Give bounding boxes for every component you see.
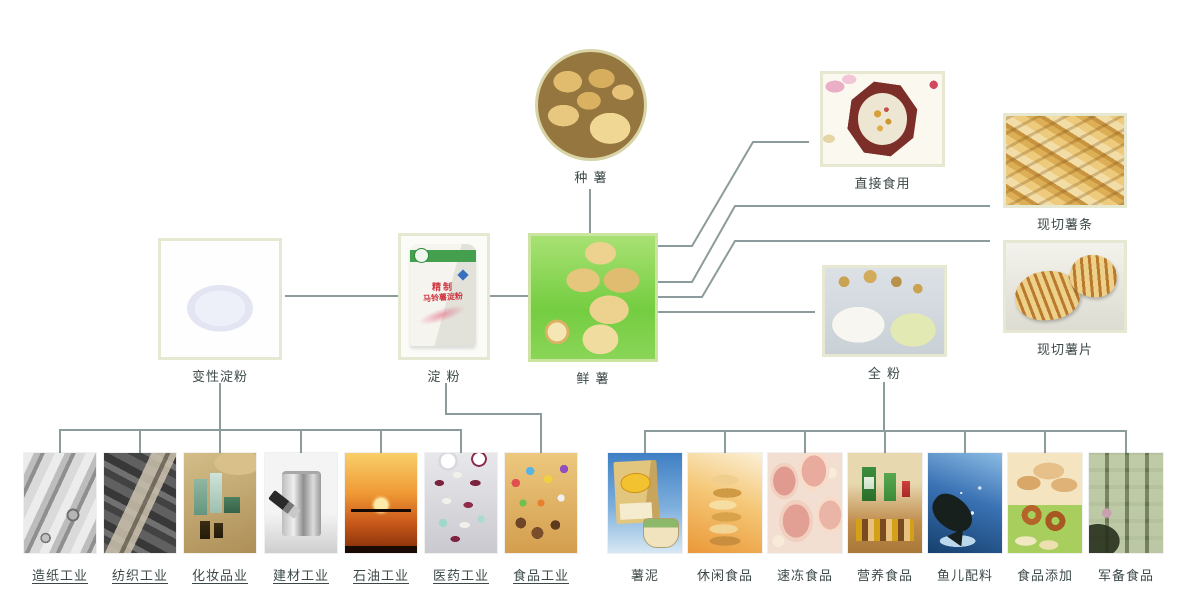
industry-item-building: 建材工业	[265, 453, 337, 584]
seed-potato-image	[535, 49, 647, 161]
fresh-potato-image	[528, 233, 658, 362]
node-direct-eating: 直接食用	[820, 71, 945, 192]
node-seed-potato: 种 薯	[535, 49, 647, 186]
military-food-image	[1089, 453, 1163, 553]
product-item-nutrition-food: 营养食品	[848, 453, 922, 584]
starch-bag-blue-mark	[457, 269, 469, 281]
textile-industry-image	[104, 453, 176, 553]
modified-starch-image	[158, 238, 282, 360]
nutrition-food-label: 营养食品	[856, 569, 913, 584]
building-industry-image	[265, 453, 337, 553]
fresh-cut-fries-label: 现切薯条	[1036, 218, 1093, 233]
starch-bag-green-band	[410, 248, 476, 263]
nutrition-food-image	[848, 453, 922, 553]
textile-industry-label: 纺织工业	[111, 569, 168, 584]
fresh-cut-chips-image	[1003, 240, 1127, 333]
jumping-fish	[925, 487, 980, 539]
paper-industry-label: 造纸工业	[31, 569, 88, 584]
product-item-food-additive: 食品添加	[1008, 453, 1082, 584]
cosmetics-industry-image	[184, 453, 256, 553]
petroleum-industry-image	[345, 453, 417, 553]
starch-bag-text-refined: 精制	[431, 283, 454, 293]
pharma-industry-label: 医药工业	[432, 569, 489, 584]
industry-item-food: 食品工业	[505, 453, 577, 584]
starch-bag-image: 精制 马铃薯淀粉	[398, 233, 490, 360]
snack-food-image	[688, 453, 762, 553]
fresh-potato-label: 鲜 薯	[576, 372, 610, 387]
node-fresh-cut-fries: 现切薯条	[1003, 113, 1127, 233]
cosmetics-industry-label: 化妆品业	[191, 569, 248, 584]
food-industry-label: 食品工业	[512, 569, 569, 584]
food-additive-label: 食品添加	[1016, 569, 1073, 584]
whole-powder-image	[822, 265, 947, 357]
seed-potato-label: 种 薯	[574, 171, 608, 186]
product-item-military-food: 军备食品	[1089, 453, 1163, 584]
fresh-cut-fries-image	[1003, 113, 1127, 208]
mashed-potato-image	[608, 453, 682, 553]
frozen-food-label: 速冻食品	[776, 569, 833, 584]
starch-bag-body: 精制 马铃薯淀粉	[410, 244, 476, 346]
product-item-snack-food: 休闲食品	[688, 453, 762, 584]
mashed-potato-label: 薯泥	[630, 569, 659, 584]
mashed-potato-box	[613, 459, 660, 525]
pharma-industry-image	[425, 453, 497, 553]
industry-item-textile: 纺织工业	[104, 453, 176, 584]
paper-industry-image	[24, 453, 96, 553]
frozen-food-image	[768, 453, 842, 553]
industry-item-cosmetics: 化妆品业	[184, 453, 256, 584]
snack-food-label: 休闲食品	[696, 569, 753, 584]
mashed-potato-cup	[643, 518, 680, 548]
modified-starch-label: 变性淀粉	[191, 370, 248, 385]
fresh-cut-chips-label: 现切薯片	[1036, 343, 1093, 358]
fish-ingredient-label: 鱼儿配料	[936, 569, 993, 584]
node-fresh-cut-chips: 现切薯片	[1003, 240, 1127, 358]
industry-item-pharma: 医药工业	[425, 453, 497, 584]
whole-powder-label: 全 粉	[867, 367, 902, 382]
direct-eating-label: 直接食用	[854, 177, 911, 192]
military-food-label: 军备食品	[1097, 569, 1154, 584]
industry-item-paper: 造纸工业	[24, 453, 96, 584]
food-industry-image	[505, 453, 577, 553]
connector-fresh-to-fries	[657, 205, 990, 283]
node-whole-powder: 全 粉	[822, 265, 947, 382]
product-item-frozen-food: 速冻食品	[768, 453, 842, 584]
industry-item-petroleum: 石油工业	[345, 453, 417, 584]
starch-label: 淀 粉	[427, 370, 461, 385]
dish-plate	[857, 92, 908, 146]
building-industry-label: 建材工业	[272, 569, 329, 584]
node-fresh-potato: 鲜 薯	[528, 233, 658, 387]
connector-starch-to-food-industry	[445, 383, 542, 454]
connector-fresh-to-chips	[657, 240, 990, 298]
product-item-fish-ingredient: 鱼儿配料	[925, 453, 1002, 584]
node-starch: 精制 马铃薯淀粉 淀 粉	[398, 233, 490, 385]
food-additive-image	[1008, 453, 1082, 553]
product-item-mashed-potato: 薯泥	[608, 453, 682, 584]
petroleum-industry-label: 石油工业	[352, 569, 409, 584]
connector-fresh-to-direct-eating	[657, 141, 809, 247]
node-modified-starch: 变性淀粉	[158, 238, 282, 385]
direct-eating-image	[820, 71, 945, 167]
fish-ingredient-image	[925, 453, 1002, 553]
